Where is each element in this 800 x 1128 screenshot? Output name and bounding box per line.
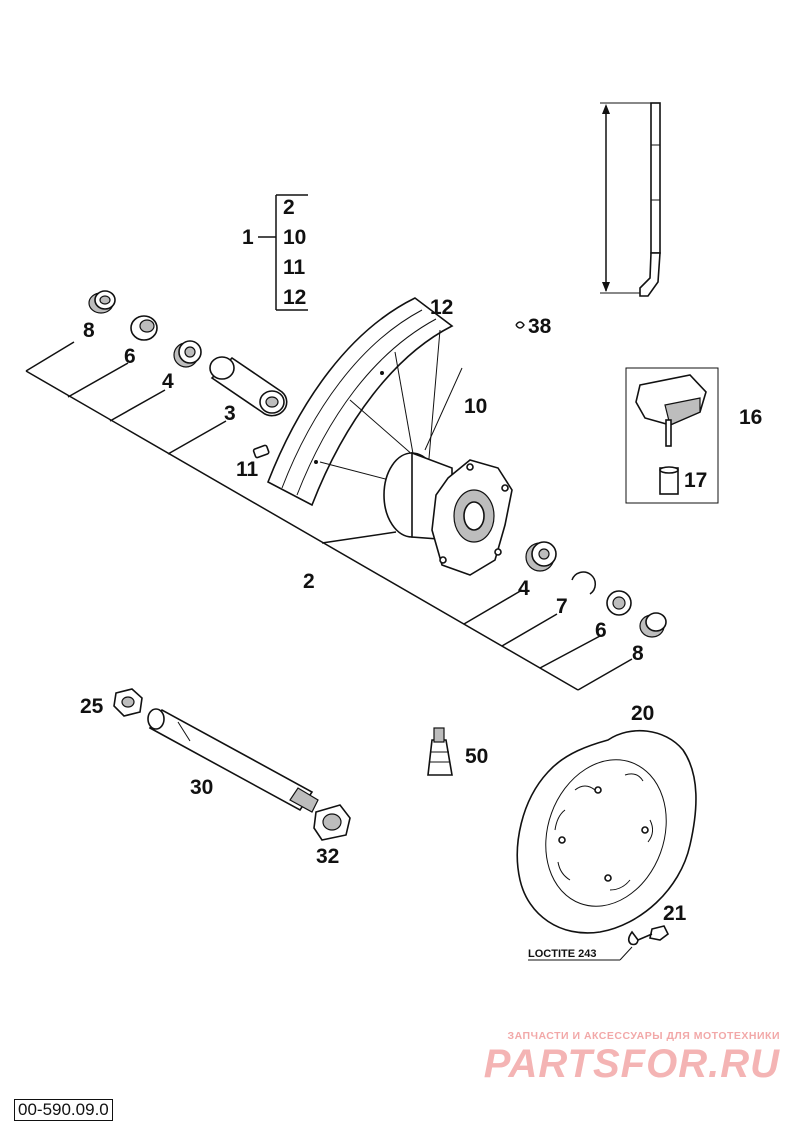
spoke-length-gauge xyxy=(600,102,661,297)
callout-17: 17 xyxy=(684,469,707,492)
callout-4-left: 4 xyxy=(162,370,174,393)
callout-6-left: 6 xyxy=(124,345,136,368)
axle xyxy=(147,708,319,813)
callout-3: 3 xyxy=(224,402,236,425)
callout-group-2: 2 xyxy=(283,196,295,219)
dust-seal-right xyxy=(639,612,667,638)
callout-30: 30 xyxy=(190,776,213,799)
callout-1: 1 xyxy=(242,226,254,249)
grease-tube xyxy=(427,727,453,776)
callout-38: 38 xyxy=(528,315,552,338)
valve-box xyxy=(625,367,719,504)
callout-group-12: 12 xyxy=(283,286,306,309)
rim xyxy=(266,297,454,507)
loctite-note-leader xyxy=(528,946,633,961)
callout-21: 21 xyxy=(663,902,687,925)
callout-group-1: 1 2 10 11 12 xyxy=(242,194,308,311)
brake-disc xyxy=(516,729,697,934)
drawing-number: 00-590.09.0 xyxy=(14,1099,113,1121)
callout-4-right: 4 xyxy=(518,577,530,600)
callout-2: 2 xyxy=(303,570,315,593)
watermark-tagline: ЗАПЧАСТИ И АКСЕССУАРЫ ДЛЯ МОТОТЕХНИКИ xyxy=(507,1030,780,1042)
callout-11: 11 xyxy=(236,458,259,481)
callout-20: 20 xyxy=(631,702,654,725)
callout-group-10: 10 xyxy=(283,226,306,249)
watermark: ЗАПЧАСТИ И АКСЕССУАРЫ ДЛЯ МОТОТЕХНИКИ PA… xyxy=(460,1030,780,1086)
callout-group-11: 11 xyxy=(283,256,306,279)
callout-16: 16 xyxy=(739,406,762,429)
callout-6-right: 6 xyxy=(595,619,607,642)
axle-clamp-nut xyxy=(313,804,351,841)
callout-10: 10 xyxy=(464,395,487,418)
bearing-right xyxy=(525,541,557,572)
wheel-hub xyxy=(383,451,513,576)
seal-ring-right xyxy=(606,590,632,616)
spacer-tube xyxy=(209,356,288,417)
seal-ring-left xyxy=(130,315,158,341)
callout-7: 7 xyxy=(556,595,568,618)
assembly-axis xyxy=(25,341,633,691)
watermark-logo: PARTSFOR.RU xyxy=(483,1042,780,1086)
callout-50: 50 xyxy=(465,745,488,768)
callout-8-right: 8 xyxy=(632,642,644,665)
callout-12: 12 xyxy=(430,296,453,319)
disc-screw xyxy=(627,925,670,946)
bearing-left xyxy=(173,340,202,368)
callout-32: 32 xyxy=(316,845,339,868)
spoke-nipple xyxy=(252,444,270,459)
small-clip xyxy=(515,321,525,329)
axle-nut xyxy=(113,688,143,717)
callout-8-left: 8 xyxy=(83,319,95,342)
callout-25: 25 xyxy=(80,695,104,718)
circlip xyxy=(571,571,597,595)
dust-seal-left xyxy=(88,290,116,314)
loctite-note: LOCTITE 243 xyxy=(528,948,596,960)
